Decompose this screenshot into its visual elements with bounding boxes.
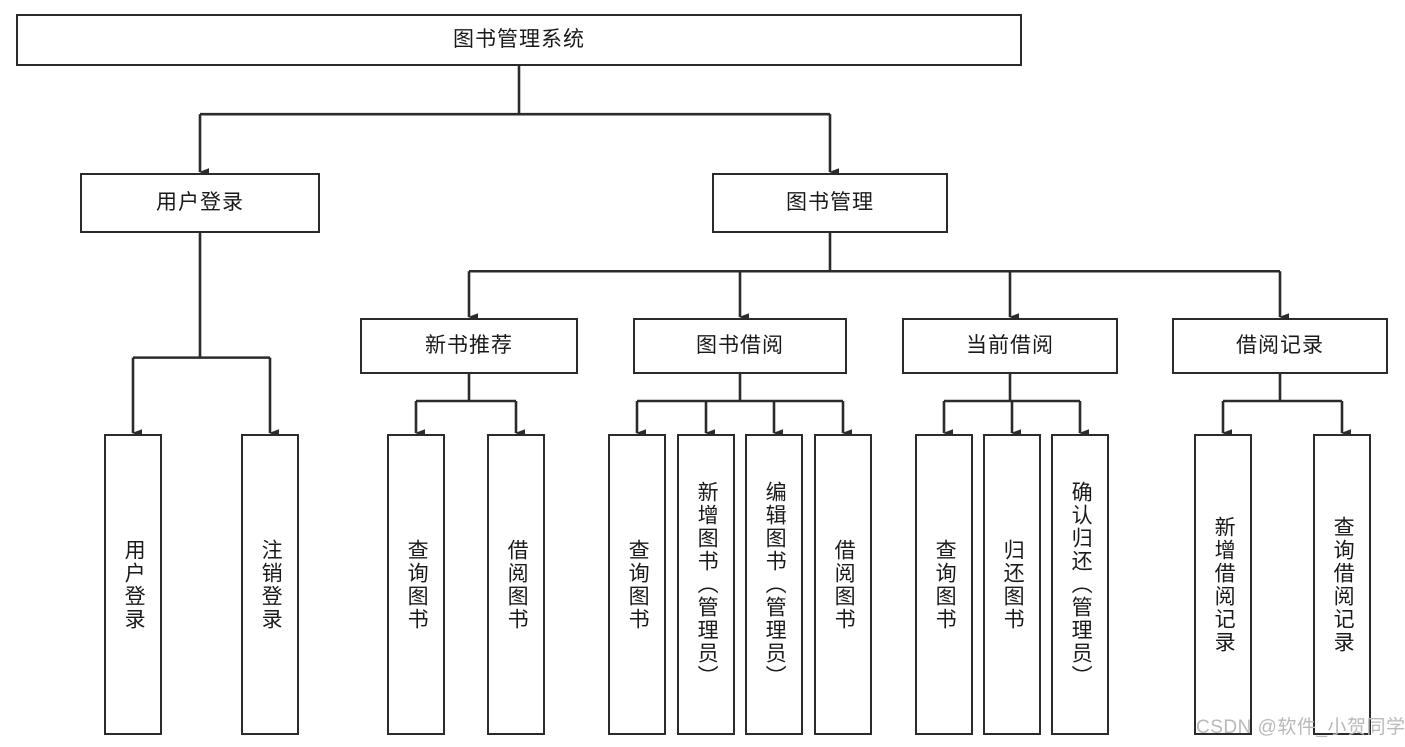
node-leaf12[interactable]: 新增借阅记录 [1194, 434, 1252, 735]
node-leaf5[interactable]: 查询图书 [608, 434, 666, 735]
node-borrow[interactable]: 图书借阅 [633, 318, 847, 374]
node-leaf13[interactable]: 查询借阅记录 [1313, 434, 1371, 735]
node-bookmgmt[interactable]: 图书管理 [712, 173, 948, 233]
node-leaf3[interactable]: 查询图书 [387, 434, 445, 735]
node-login[interactable]: 用户登录 [80, 173, 320, 233]
node-label: 借阅图书 [505, 538, 529, 631]
node-label: 查询借阅记录 [1331, 515, 1355, 654]
node-leaf4[interactable]: 借阅图书 [487, 434, 545, 735]
node-label: 新增借阅记录 [1212, 515, 1236, 654]
node-label: 用户登录 [122, 538, 146, 631]
node-label: 新书推荐 [425, 334, 513, 358]
node-leaf1[interactable]: 用户登录 [104, 434, 162, 735]
csdn-watermark: CSDN @软件_小贺同学 [1196, 717, 1405, 738]
node-label: 当前借阅 [966, 334, 1054, 358]
node-label: 查询图书 [405, 538, 429, 631]
node-leaf7[interactable]: 编辑图书（管理员） [745, 434, 803, 735]
node-label: 借阅图书 [832, 538, 856, 631]
node-leaf8[interactable]: 借阅图书 [814, 434, 872, 735]
node-label: 借阅记录 [1236, 334, 1324, 358]
node-label: 查询图书 [933, 538, 957, 631]
node-label: 注销登录 [259, 538, 283, 631]
node-leaf10[interactable]: 归还图书 [983, 434, 1041, 735]
node-label: 查询图书 [626, 538, 650, 631]
node-current[interactable]: 当前借阅 [902, 318, 1118, 374]
node-root[interactable]: 图书管理系统 [16, 14, 1022, 66]
node-label: 确认归还（管理员） [1069, 481, 1093, 688]
node-label: 图书借阅 [696, 334, 784, 358]
node-label: 图书管理 [786, 191, 874, 215]
node-label: 新增图书（管理员） [695, 481, 719, 688]
node-leaf11[interactable]: 确认归还（管理员） [1051, 434, 1109, 735]
node-leaf2[interactable]: 注销登录 [241, 434, 299, 735]
node-leaf6[interactable]: 新增图书（管理员） [677, 434, 735, 735]
node-label: 归还图书 [1001, 538, 1025, 631]
node-label: 编辑图书（管理员） [763, 481, 787, 688]
node-newbook[interactable]: 新书推荐 [360, 318, 578, 374]
node-label: 用户登录 [156, 191, 244, 215]
node-label: 图书管理系统 [453, 28, 585, 52]
node-leaf9[interactable]: 查询图书 [915, 434, 973, 735]
node-records[interactable]: 借阅记录 [1172, 318, 1388, 374]
